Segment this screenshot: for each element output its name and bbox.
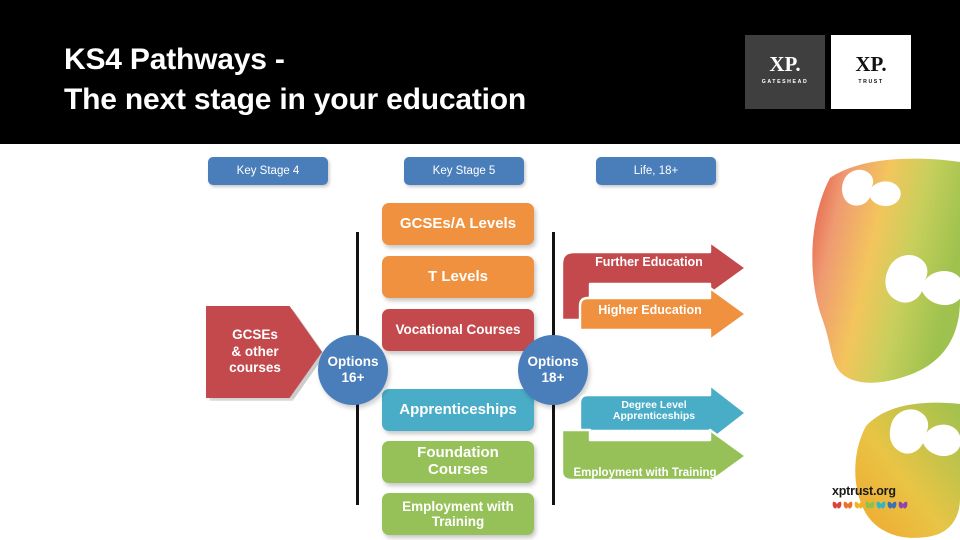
option-box-t-levels: T Levels	[382, 256, 534, 298]
brand-butterfly-icon	[876, 501, 886, 509]
xp-trust-logo-mark: XP.	[855, 52, 887, 76]
butterfly-wing-decoration	[800, 150, 960, 540]
brand-butterfly-row	[832, 501, 952, 510]
entry-block-gcses-and-other-courses: GCSEs & other courses	[206, 306, 322, 398]
option-box-t-levels-label: T Levels	[427, 267, 489, 285]
xp-gateshead-logo-mark: XP.	[769, 52, 801, 76]
outcome-arrow-higher-education: Higher Education	[578, 286, 750, 342]
option-box-foundation-courses: Foundation Courses	[382, 441, 534, 483]
brand-footer: xptrust.org	[832, 484, 952, 510]
stage-header-key-stage-4: Key Stage 4	[208, 157, 328, 185]
xp-trust-logo-sub: TRUST	[858, 79, 884, 85]
decision-node-options-16-label: Options 16+	[327, 354, 379, 385]
decision-node-options-18: Options 18+	[518, 335, 588, 405]
option-box-foundation-courses-label: Foundation Courses	[417, 444, 499, 478]
brand-butterfly-icon	[898, 501, 908, 509]
xp-gateshead-logo: XP. GATESHEAD	[745, 35, 825, 109]
option-box-vocational-courses-label: Vocational Courses	[395, 322, 521, 338]
option-box-gcses-a-levels-label: GCSEs/A Levels	[399, 214, 517, 232]
stage-header-key-stage-5-label: Key Stage 5	[432, 165, 496, 177]
outcome-arrow-further-education-label: Further Education	[595, 255, 703, 269]
option-box-employment-with-training: Employment with Training	[382, 493, 534, 535]
brand-butterfly-icon	[832, 501, 842, 509]
outcome-arrow-further-education: Further Education	[560, 240, 750, 322]
brand-butterfly-icon	[854, 501, 864, 509]
brand-butterfly-icon	[865, 501, 875, 509]
option-box-apprenticeships: Apprenticeships	[382, 389, 534, 431]
page-title: KS4 Pathways - The next stage in your ed…	[64, 43, 527, 116]
xp-gateshead-logo-sub: GATESHEAD	[761, 79, 809, 85]
option-box-employment-with-training-label: Employment with Training	[402, 498, 514, 529]
outcome-arrow-employment-with-training: Employment with Training	[560, 428, 750, 520]
stage-header-key-stage-4-label: Key Stage 4	[236, 165, 300, 177]
option-box-apprenticeships-label: Apprenticeships	[399, 400, 517, 418]
brand-butterfly-icon	[887, 501, 897, 509]
option-box-gcses-a-levels: GCSEs/A Levels	[382, 203, 534, 245]
decision-node-options-16: Options 16+	[318, 335, 388, 405]
xp-trust-logo: XP. TRUST	[831, 35, 911, 109]
outcome-arrow-higher-education-label: Higher Education	[598, 303, 702, 317]
slide-header: KS4 Pathways - The next stage in your ed…	[0, 0, 960, 144]
stage-header-key-stage-5: Key Stage 5	[404, 157, 524, 185]
entry-block-label: GCSEs & other courses	[229, 327, 281, 376]
brand-butterfly-icon	[843, 501, 853, 509]
decision-node-options-18-label: Options 18+	[527, 354, 579, 385]
brand-url: xptrust.org	[832, 484, 896, 498]
outcome-arrow-degree-level-apprenticeships: Degree Level Apprenticeships	[578, 383, 750, 443]
stage-header-life-18-plus-label: Life, 18+	[633, 165, 679, 177]
outcome-arrow-employment-with-training-label: Employment with Training	[573, 467, 717, 479]
option-box-vocational-courses: Vocational Courses	[382, 309, 534, 351]
outcome-arrow-degree-level-apprenticeships-label: Degree Level Apprenticeships	[612, 399, 696, 423]
stage-header-life-18-plus: Life, 18+	[596, 157, 716, 185]
